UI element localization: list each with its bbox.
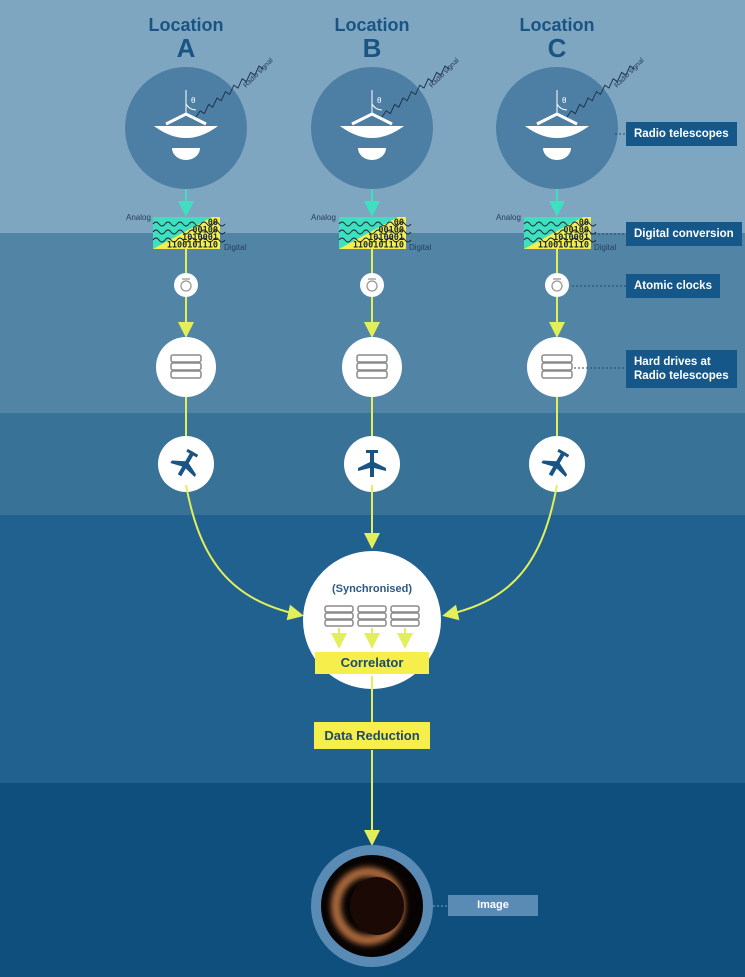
analog-wave bbox=[152, 221, 226, 227]
analog-wave bbox=[338, 221, 412, 227]
correlator-badge: Correlator bbox=[315, 652, 429, 674]
binary-row: 00 bbox=[394, 218, 404, 228]
radio-signal-label: Radio signal bbox=[428, 57, 461, 90]
binary-row: 1100101110 bbox=[167, 241, 218, 251]
analog-wave bbox=[338, 229, 412, 235]
correlator-drive-2 bbox=[357, 605, 387, 627]
theta-label: θ bbox=[562, 96, 567, 105]
analog-wave bbox=[152, 237, 226, 243]
radio-signal-label: Radio signal bbox=[613, 57, 646, 90]
analog-label-c: Analog bbox=[496, 213, 521, 222]
location-label: Location bbox=[334, 15, 410, 35]
binary-row: 00 bbox=[579, 218, 589, 228]
correlator-drive-3 bbox=[390, 605, 420, 627]
stopwatch-icon bbox=[366, 278, 378, 292]
synchronised-label: (Synchronised) bbox=[331, 583, 413, 595]
hard-drive-icon bbox=[170, 354, 202, 379]
flow-curve-c bbox=[442, 484, 558, 621]
binary-row: 1010001 bbox=[553, 233, 589, 243]
binary-row: 00 bbox=[208, 218, 218, 228]
radio-wave bbox=[566, 65, 635, 118]
flow-curve-a bbox=[185, 484, 304, 621]
airplane-icon bbox=[358, 450, 386, 477]
black-hole-image bbox=[321, 855, 423, 957]
location-letter: B bbox=[362, 33, 382, 63]
binary-row: 1010001 bbox=[182, 233, 218, 243]
digital-label-a: Digital bbox=[224, 243, 247, 252]
binary-row: 1100101110 bbox=[538, 241, 589, 251]
digital-label-b: Digital bbox=[409, 243, 432, 252]
radio-telescope-icon bbox=[340, 90, 404, 160]
clock-circle bbox=[360, 273, 384, 297]
stopwatch-icon bbox=[180, 278, 192, 292]
radio-wave bbox=[195, 65, 264, 118]
location-label: Location bbox=[519, 15, 595, 35]
stopwatch-icon bbox=[551, 278, 563, 292]
analog-label-b: Analog bbox=[311, 213, 336, 222]
radio-telescope-icon bbox=[154, 90, 218, 160]
airplane-icon bbox=[170, 448, 199, 478]
radio-wave bbox=[381, 65, 450, 118]
callout-hard-drives: Hard drives at Radio telescopes bbox=[626, 350, 737, 388]
callout-radio-telescopes: Radio telescopes bbox=[626, 122, 737, 146]
callout-atomic-clocks: Atomic clocks bbox=[626, 274, 720, 298]
theta-label: θ bbox=[191, 96, 196, 105]
clock-circle bbox=[545, 273, 569, 297]
callout-hard-drives-line1: Hard drives at bbox=[634, 356, 711, 368]
airplane-icon bbox=[541, 448, 570, 478]
radio-signal-label: Radio signal bbox=[242, 57, 275, 90]
data-reduction-badge: Data Reduction bbox=[314, 722, 430, 749]
clock-circle bbox=[174, 273, 198, 297]
analog-label-a: Analog bbox=[126, 213, 151, 222]
analog-wave bbox=[523, 229, 597, 235]
correlator-drive-1 bbox=[324, 605, 354, 627]
hard-drive-icon bbox=[356, 354, 388, 379]
analog-wave bbox=[338, 237, 412, 243]
analog-wave bbox=[152, 229, 226, 235]
location-letter: C bbox=[547, 33, 567, 63]
hard-drive-icon bbox=[541, 354, 573, 379]
binary-row: 1010001 bbox=[368, 233, 404, 243]
analog-wave bbox=[523, 237, 597, 243]
leader-lines bbox=[433, 133, 626, 907]
location-letter: A bbox=[176, 33, 196, 63]
theta-label: θ bbox=[377, 96, 382, 105]
callout-digital-conversion: Digital conversion bbox=[626, 222, 742, 246]
image-label: Image bbox=[448, 895, 538, 916]
analog-wave bbox=[523, 221, 597, 227]
correlator-hard-drives bbox=[324, 605, 420, 649]
location-label: Location bbox=[148, 15, 224, 35]
radio-telescope-icon bbox=[525, 90, 589, 160]
digital-label-c: Digital bbox=[594, 243, 617, 252]
callout-hard-drives-line2: Radio telescopes bbox=[634, 370, 729, 382]
binary-row: 1100101110 bbox=[353, 241, 404, 251]
